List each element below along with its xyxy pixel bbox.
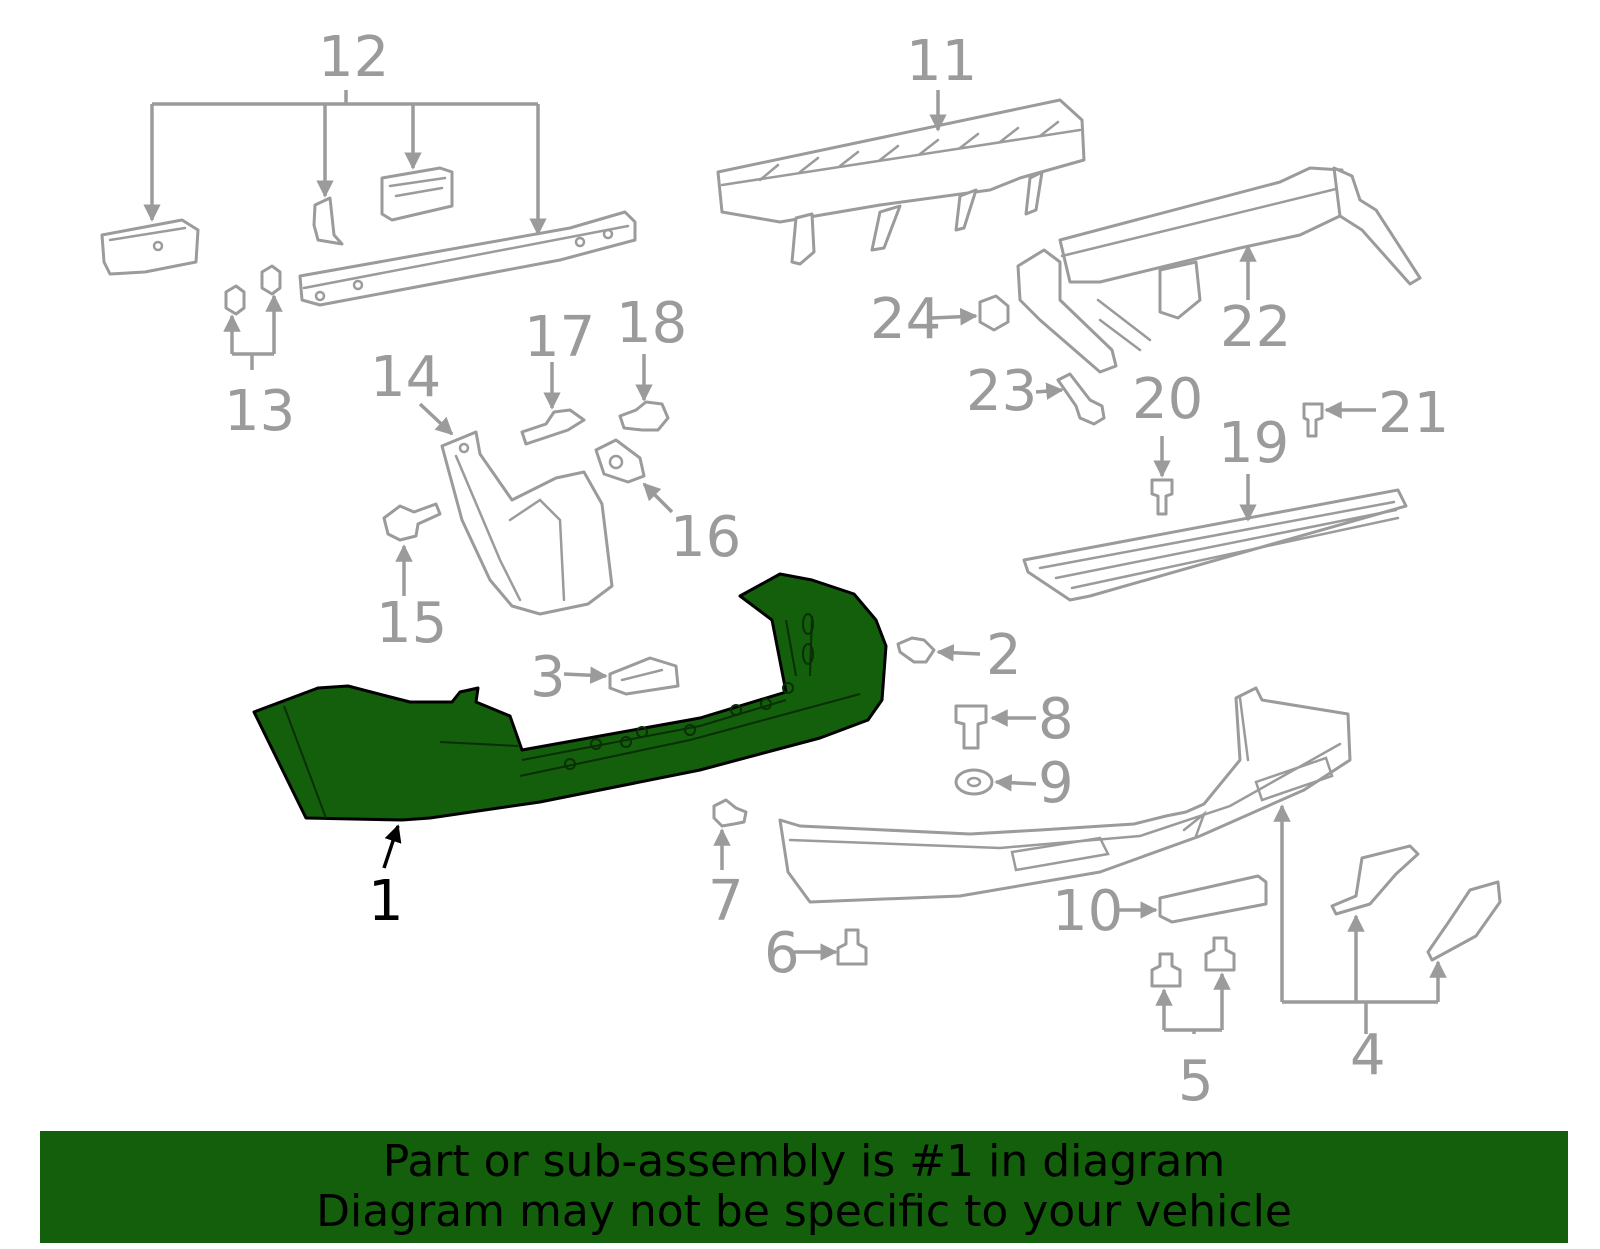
part-11-energy-absorber[interactable]	[716, 98, 1086, 266]
part-7-clip[interactable]	[712, 798, 748, 828]
part-6-bolt[interactable]	[836, 928, 868, 966]
callout-10: 10	[1052, 879, 1123, 944]
part-18-screw[interactable]	[618, 400, 670, 432]
banner-line-1: Part or sub-assembly is #1 in diagram	[382, 1136, 1226, 1187]
callout-1: 1	[368, 869, 404, 934]
callout-20: 20	[1132, 367, 1203, 432]
callout-21: 21	[1378, 381, 1449, 446]
part-19-step-pad[interactable]	[1022, 488, 1408, 602]
part-12-leader	[143, 90, 547, 236]
part-14-leader	[418, 402, 454, 436]
part-8-bolt[interactable]	[954, 704, 988, 750]
part-1-leader	[382, 824, 402, 869]
callout-14: 14	[370, 345, 441, 410]
part-4-trim-pieces[interactable]	[1330, 844, 1502, 962]
part-24-nut[interactable]	[978, 294, 1010, 332]
part-12-bracket-mid[interactable]	[380, 166, 454, 222]
callout-2: 2	[986, 623, 1022, 688]
banner-line-2: Diagram may not be specific to your vehi…	[316, 1186, 1292, 1237]
part-2-screw[interactable]	[896, 636, 936, 664]
part-12-bracket-small[interactable]	[312, 196, 344, 246]
part-22-frame-hitch[interactable]	[1016, 166, 1422, 374]
callout-22: 22	[1220, 295, 1291, 360]
callout-5: 5	[1178, 1049, 1214, 1114]
part-9-washer[interactable]	[954, 768, 994, 796]
callout-24: 24	[870, 287, 941, 352]
part-10-reflector[interactable]	[1158, 874, 1268, 924]
part-14-side-bracket[interactable]	[440, 430, 614, 616]
callout-13: 13	[224, 379, 295, 444]
part-3-leader	[563, 666, 608, 684]
part-13-nuts[interactable]	[224, 264, 282, 316]
callout-4: 4	[1350, 1023, 1386, 1088]
callout-3: 3	[530, 645, 566, 710]
part-23-bolt[interactable]	[1056, 372, 1106, 426]
part-5-bolts[interactable]	[1150, 936, 1236, 988]
callout-17: 17	[524, 305, 595, 370]
part-12-bracket-left[interactable]	[100, 218, 200, 276]
part-15-push-clip[interactable]	[382, 502, 442, 542]
callout-8: 8	[1038, 687, 1074, 752]
callout-16: 16	[670, 505, 741, 570]
callout-9: 9	[1038, 751, 1074, 816]
callout-23: 23	[966, 359, 1037, 424]
part-21-fastener[interactable]	[1302, 402, 1324, 438]
part-5-leader	[1155, 972, 1231, 1034]
callout-18: 18	[616, 291, 687, 356]
part-16-retainer[interactable]	[594, 438, 646, 484]
part-12-reinforcement-bar[interactable]	[298, 210, 637, 307]
callout-12: 12	[318, 25, 389, 90]
callout-19: 19	[1218, 411, 1289, 476]
part-4-leader	[1273, 804, 1447, 1034]
part-13-leader	[223, 294, 283, 370]
part-2-leader	[936, 644, 981, 662]
part-17-bolt[interactable]	[520, 408, 586, 446]
notice-banner: Part or sub-assembly is #1 in diagram Di…	[40, 1131, 1568, 1243]
part-24-leader	[931, 307, 978, 326]
part-9-leader	[994, 774, 1037, 792]
callout-11: 11	[906, 29, 977, 94]
part-3-bracket[interactable]	[608, 656, 680, 696]
part-16-leader	[642, 482, 674, 514]
part-1-bumper-cover[interactable]	[252, 572, 888, 822]
callout-6: 6	[764, 921, 800, 986]
callout-15: 15	[376, 591, 447, 656]
part-23-leader	[1035, 382, 1064, 400]
part-bumper-outline-right[interactable]	[778, 686, 1352, 904]
part-20-fastener[interactable]	[1150, 478, 1174, 516]
callout-7: 7	[708, 869, 744, 934]
